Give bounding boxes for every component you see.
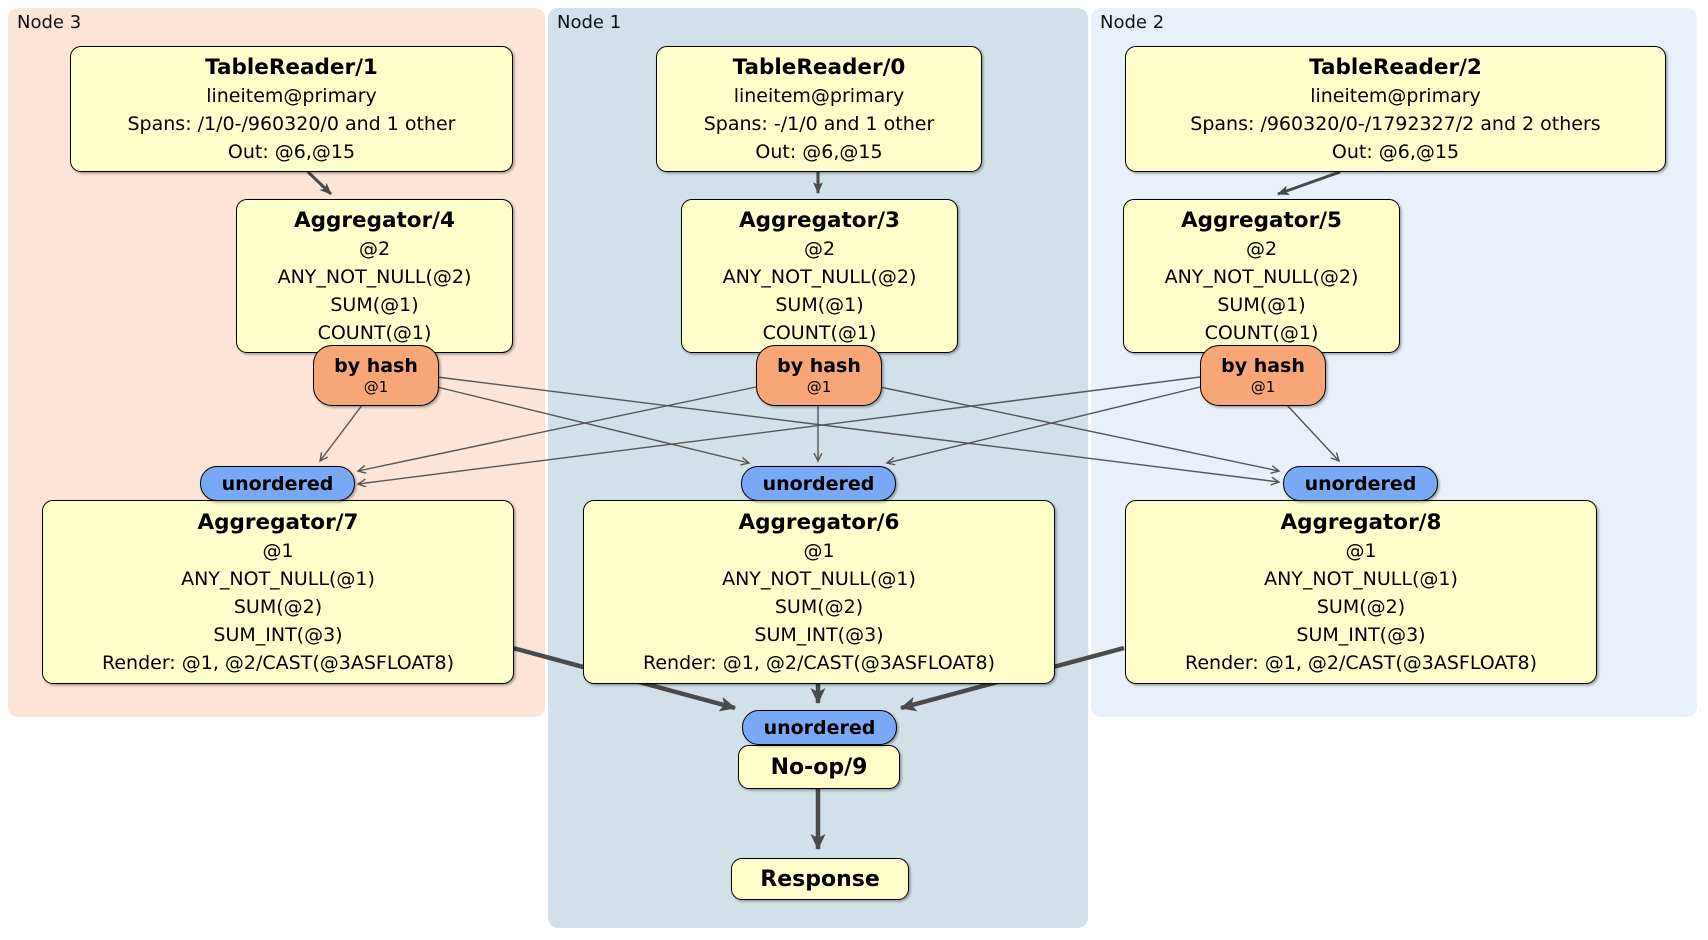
processor-detail: ANY_NOT_NULL(@1) xyxy=(722,567,916,590)
processor-detail: Render: @1, @2/CAST(@3ASFLOAT8) xyxy=(643,651,995,674)
processor-detail: @1 xyxy=(262,539,294,562)
hash-router-detail: @1 xyxy=(363,378,389,396)
hash-router-node3: by hash @1 xyxy=(313,345,439,406)
processor-detail: ANY_NOT_NULL(@1) xyxy=(181,567,375,590)
processor-detail: SUM(@1) xyxy=(775,293,864,316)
processor-detail: lineitem@primary xyxy=(1310,84,1481,107)
hash-router-node1: by hash @1 xyxy=(756,345,882,406)
processor-detail: SUM_INT(@3) xyxy=(1296,623,1426,646)
processor-detail: SUM(@2) xyxy=(1316,595,1406,618)
processor-detail: SUM_INT(@3) xyxy=(213,623,343,646)
processor-title: Aggregator/7 xyxy=(197,509,359,535)
processor-detail: @2 xyxy=(803,237,836,260)
tablereader-to-aggregator-edges xyxy=(306,170,1341,196)
hash-router-detail: @1 xyxy=(1250,378,1276,396)
processor-title: TableReader/0 xyxy=(732,54,906,80)
processor-aggregator-5: Aggregator/5 @2 ANY_NOT_NULL(@2) SUM(@1)… xyxy=(1123,199,1400,353)
processor-detail: COUNT(@1) xyxy=(762,321,877,344)
processor-detail: SUM(@2) xyxy=(774,595,864,618)
processor-detail: ANY_NOT_NULL(@2) xyxy=(722,265,917,288)
processor-aggregator-3: Aggregator/3 @2 ANY_NOT_NULL(@2) SUM(@1)… xyxy=(681,199,958,353)
processor-detail: Spans: /1/0-/960320/0 and 1 other xyxy=(127,112,456,135)
processor-detail: ANY_NOT_NULL(@2) xyxy=(1164,265,1359,288)
response-title: Response xyxy=(760,866,880,892)
processor-title: Aggregator/8 xyxy=(1280,509,1442,535)
processor-title: TableReader/2 xyxy=(1309,54,1482,80)
processor-detail: lineitem@primary xyxy=(733,84,905,107)
hash-router-node2: by hash @1 xyxy=(1200,345,1326,406)
hash-router-label: by hash xyxy=(777,355,861,377)
unordered-sync-node3: unordered xyxy=(200,466,355,501)
processor-detail: SUM_INT(@3) xyxy=(754,623,884,646)
processor-detail: @1 xyxy=(803,539,835,562)
processor-detail: COUNT(@1) xyxy=(317,321,432,344)
processor-noop-9: No-op/9 xyxy=(738,745,900,789)
processor-detail: @2 xyxy=(358,237,391,260)
processor-detail: Out: @6,@15 xyxy=(1331,140,1460,163)
processor-detail: SUM(@1) xyxy=(330,293,419,316)
processor-aggregator-8: Aggregator/8 @1 ANY_NOT_NULL(@1) SUM(@2)… xyxy=(1125,500,1597,684)
processor-detail: Spans: /960320/0-/1792327/2 and 2 others xyxy=(1190,112,1601,135)
processor-detail: Out: @6,@15 xyxy=(227,140,356,163)
hash-router-label: by hash xyxy=(1221,355,1305,377)
hash-router-mesh-edges xyxy=(320,376,1339,484)
processor-detail: ANY_NOT_NULL(@1) xyxy=(1264,567,1458,590)
processor-detail: SUM(@2) xyxy=(233,595,323,618)
unordered-sync-label: unordered xyxy=(762,472,875,495)
processor-detail: Render: @1, @2/CAST(@3ASFLOAT8) xyxy=(1185,651,1537,674)
processor-tablereader-0: TableReader/0 lineitem@primary Spans: -/… xyxy=(656,46,982,172)
processor-detail: SUM(@1) xyxy=(1217,293,1306,316)
unordered-sync-node1: unordered xyxy=(741,466,896,501)
processor-detail: Render: @1, @2/CAST(@3ASFLOAT8) xyxy=(102,651,454,674)
processor-aggregator-4: Aggregator/4 @2 ANY_NOT_NULL(@2) SUM(@1)… xyxy=(236,199,513,353)
hash-router-detail: @1 xyxy=(806,378,832,396)
processor-title: Aggregator/4 xyxy=(294,207,455,233)
unordered-sync-final: unordered xyxy=(742,710,897,745)
processor-detail: @1 xyxy=(1345,539,1377,562)
processor-title: TableReader/1 xyxy=(205,54,378,80)
processor-title: No-op/9 xyxy=(770,754,868,780)
processor-aggregator-7: Aggregator/7 @1 ANY_NOT_NULL(@1) SUM(@2)… xyxy=(42,500,514,684)
hash-router-label: by hash xyxy=(334,355,418,377)
processor-detail: lineitem@primary xyxy=(206,84,377,107)
processor-detail: ANY_NOT_NULL(@2) xyxy=(277,265,472,288)
node2-region-label: Node 2 xyxy=(1100,12,1165,33)
unordered-sync-label: unordered xyxy=(1304,472,1417,495)
unordered-sync-label: unordered xyxy=(221,472,334,495)
processor-title: Aggregator/5 xyxy=(1181,207,1342,233)
processor-title: Aggregator/6 xyxy=(738,509,900,535)
node3-region-label: Node 3 xyxy=(17,12,82,33)
unordered-sync-label: unordered xyxy=(763,716,876,739)
node1-region-label: Node 1 xyxy=(557,12,622,33)
processor-title: Aggregator/3 xyxy=(739,207,900,233)
processor-detail: Out: @6,@15 xyxy=(755,140,883,163)
processor-tablereader-2: TableReader/2 lineitem@primary Spans: /9… xyxy=(1125,46,1666,172)
processor-detail: @2 xyxy=(1245,237,1278,260)
response-node: Response xyxy=(731,858,909,900)
processor-detail: COUNT(@1) xyxy=(1204,321,1319,344)
processor-tablereader-1: TableReader/1 lineitem@primary Spans: /1… xyxy=(70,46,513,172)
unordered-sync-node2: unordered xyxy=(1283,466,1438,501)
processor-aggregator-6: Aggregator/6 @1 ANY_NOT_NULL(@1) SUM(@2)… xyxy=(583,500,1055,684)
processor-detail: Spans: -/1/0 and 1 other xyxy=(703,112,935,135)
